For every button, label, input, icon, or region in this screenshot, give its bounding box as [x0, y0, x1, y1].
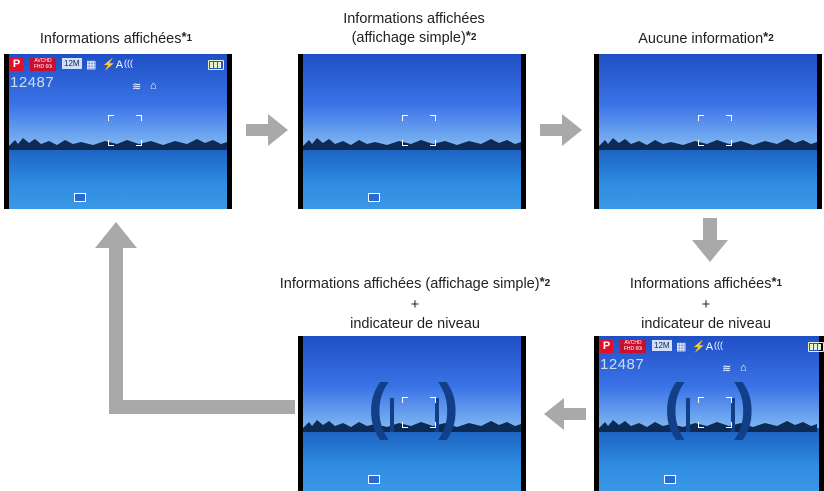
level-right-bar — [731, 398, 735, 432]
af-frame-bl — [402, 140, 408, 146]
grid-icon: ▦ — [86, 59, 97, 71]
level-right-arc: ) — [734, 372, 755, 441]
mode-icon: P — [600, 340, 613, 353]
caption-line1: Informations affichées — [629, 276, 772, 292]
af-frame-tl — [698, 115, 704, 121]
caption-line1: Informations affichées — [343, 11, 485, 27]
af-frame-bl — [402, 422, 408, 428]
caption-text: Aucune information — [638, 31, 764, 47]
af-frame-tl — [402, 397, 408, 403]
metering-icon: ⌂ — [150, 80, 157, 92]
af-frame-br — [726, 140, 732, 146]
battery-icon — [208, 60, 224, 70]
quality-icon: 12M — [652, 340, 672, 351]
card-icon — [368, 475, 380, 484]
caption-simple-info: Informations affichées (affichage simple… — [298, 10, 530, 50]
card-icon — [368, 193, 380, 202]
treeline — [303, 420, 521, 432]
arrow-left — [544, 398, 586, 430]
screen-simple-info-level: ( ) — [298, 336, 526, 491]
shots-remaining: 12487 — [600, 356, 645, 373]
level-left-bar — [390, 398, 394, 432]
stabilizer-icon: ((( — [714, 340, 723, 350]
caption-text: Informations affichées — [39, 31, 182, 47]
caption-plus: + — [701, 297, 711, 313]
af-frame-bl — [698, 422, 704, 428]
af-frame-tr — [726, 397, 732, 403]
af-mode-icon: ≋ — [132, 81, 142, 93]
level-right-arc: ) — [438, 372, 459, 441]
quality-icon: 12M — [62, 58, 82, 69]
caption-full-info-level: Informations affichées*1 + indicateur de… — [590, 274, 822, 334]
caption-line3: indicateur de niveau — [641, 316, 771, 332]
caption-line2: (affichage simple) — [351, 30, 466, 46]
af-frame-tr — [136, 115, 142, 121]
caption-full-info: Informations affichées**11 — [39, 29, 193, 47]
treeline — [9, 138, 227, 150]
arrow-right-2 — [540, 114, 582, 146]
caption-simple-info-level: Informations affichées (affichage simple… — [225, 274, 605, 334]
arrow-return-up — [95, 222, 295, 414]
mode-icon: P — [10, 58, 23, 71]
screen-simple-info — [298, 54, 526, 209]
af-frame-tl — [108, 115, 114, 121]
af-frame-tr — [430, 115, 436, 121]
level-left-arc: ( — [664, 372, 685, 441]
screen-no-info — [594, 54, 822, 209]
af-frame-tl — [698, 397, 704, 403]
af-frame-tl — [402, 115, 408, 121]
caption-no-info: Aucune information*2 — [638, 29, 774, 47]
caption-plus: + — [410, 297, 420, 313]
level-left-arc: ( — [368, 372, 389, 441]
caption-line1: Informations affichées (affichage simple… — [279, 276, 540, 292]
stabilizer-icon: ((( — [124, 58, 133, 68]
af-frame-br — [430, 422, 436, 428]
arrow-right-1 — [246, 114, 288, 146]
treeline — [303, 138, 521, 150]
level-right-bar — [435, 398, 439, 432]
flash-icon: ⚡A — [692, 341, 714, 353]
metering-icon: ⌂ — [740, 362, 747, 374]
battery-icon — [808, 342, 824, 352]
shots-remaining: 12487 — [10, 74, 55, 91]
af-frame-bl — [108, 140, 114, 146]
af-frame-br — [430, 140, 436, 146]
flash-icon: ⚡A — [102, 59, 124, 71]
card-icon — [664, 475, 676, 484]
arrow-down — [692, 218, 728, 262]
grid-icon: ▦ — [676, 341, 687, 353]
caption-line3: indicateur de niveau — [350, 316, 480, 332]
level-left-bar — [686, 398, 690, 432]
treeline — [599, 138, 817, 150]
af-frame-tr — [726, 115, 732, 121]
af-mode-icon: ≋ — [722, 363, 732, 375]
af-frame-tr — [430, 397, 436, 403]
card-icon — [74, 193, 86, 202]
af-frame-br — [726, 422, 732, 428]
af-frame-bl — [698, 140, 704, 146]
af-frame-br — [136, 140, 142, 146]
treeline — [599, 420, 817, 432]
